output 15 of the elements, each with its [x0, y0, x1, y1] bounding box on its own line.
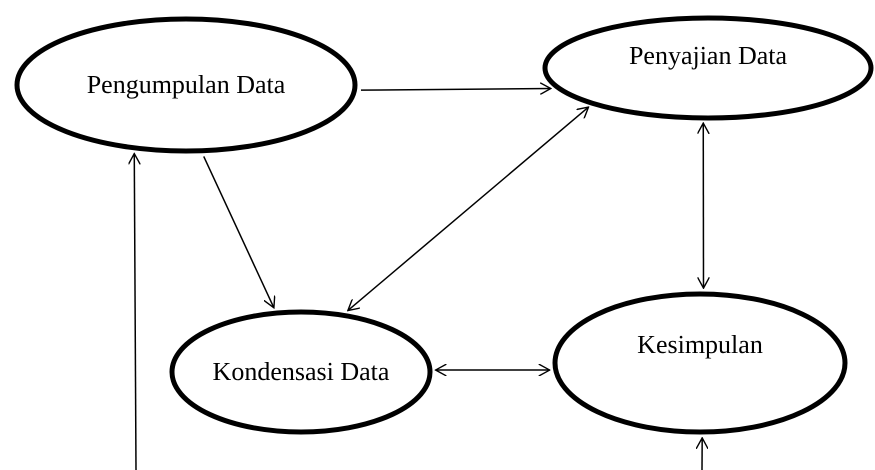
arrow	[360, 82, 552, 96]
arrow	[695, 437, 709, 470]
process-ellipse	[14, 16, 358, 154]
arrow	[347, 106, 590, 312]
process-ellipse	[169, 309, 433, 435]
node-label: Kondensasi Data	[212, 356, 390, 388]
process-ellipse	[542, 15, 874, 121]
node-label: Kesimpulan	[637, 329, 763, 361]
node-label: Pengumpulan Data	[86, 69, 286, 101]
arrow	[434, 363, 550, 377]
arrow	[128, 152, 142, 470]
process-ellipse	[552, 291, 848, 435]
arrow	[696, 122, 710, 289]
node-label: Penyajian Data	[628, 40, 788, 72]
arrow	[203, 156, 276, 309]
